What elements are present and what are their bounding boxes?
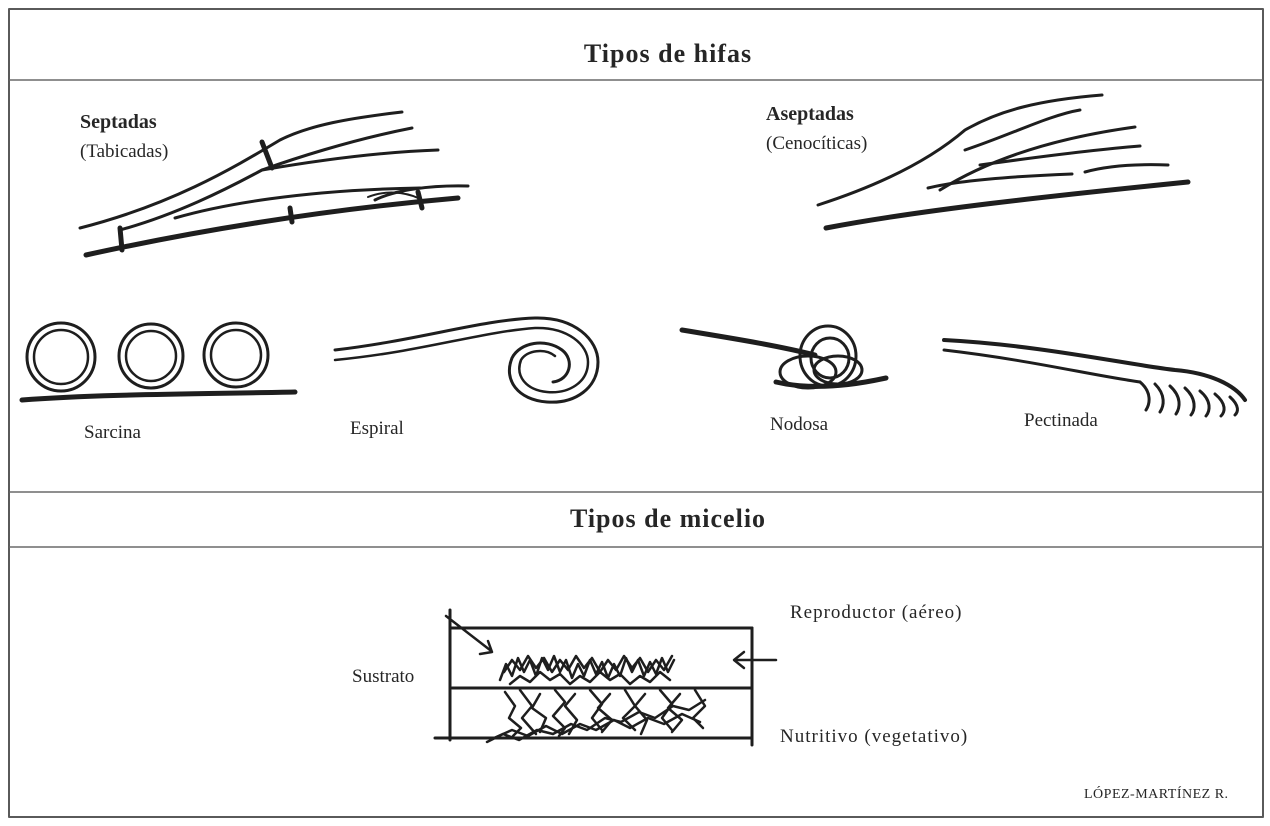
nodose-hypha-drawing — [682, 326, 886, 388]
vegetative-hyphae-drawing — [487, 690, 705, 742]
reproductive-label: Reproductor (aéreo) — [790, 603, 963, 622]
spiral-hypha-drawing — [335, 318, 598, 402]
pectinate-hypha-drawing — [944, 340, 1245, 416]
aseptate-sublabel: (Cenocíticas) — [766, 134, 867, 153]
sarcina-caption: Sarcina — [84, 423, 141, 442]
hyphae-section-title: Tipos de hifas — [584, 41, 752, 67]
substrate-label: Sustrato — [352, 667, 414, 686]
septate-label: Septadas — [80, 112, 157, 132]
pectinate-caption: Pectinada — [1024, 411, 1098, 430]
aerial-hyphae-drawing — [500, 656, 674, 684]
nodose-caption: Nodosa — [770, 415, 828, 434]
sarcina-hypha-drawing — [22, 323, 295, 400]
mycelium-diagram — [435, 610, 776, 745]
septate-sublabel: (Tabicadas) — [80, 142, 168, 161]
aseptate-hypha-drawing — [818, 95, 1188, 228]
credit-text: LÓPEZ-MARTÍNEZ R. — [1084, 788, 1229, 802]
aseptate-label: Aseptadas — [766, 104, 854, 124]
nutritive-label: Nutritivo (vegetativo) — [780, 727, 968, 746]
spiral-caption: Espiral — [350, 419, 404, 438]
septate-hypha-drawing — [80, 112, 468, 255]
mycelium-section-title: Tipos de micelio — [570, 506, 766, 532]
